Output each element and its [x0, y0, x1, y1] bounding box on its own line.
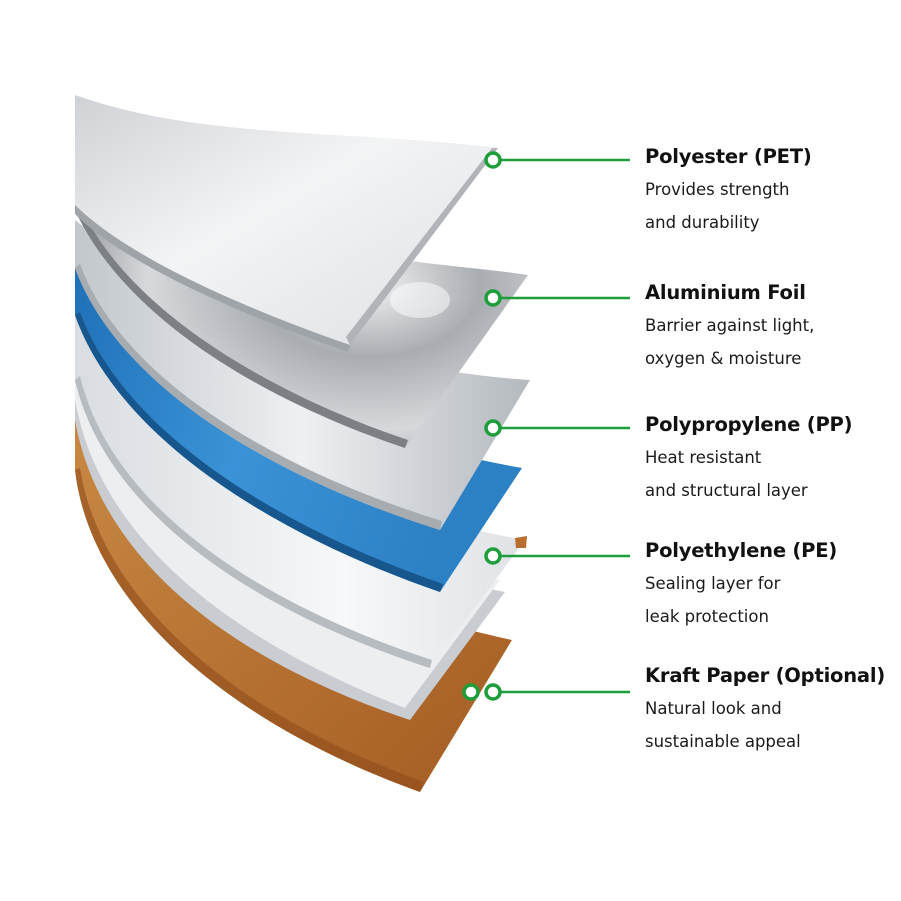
- label-polyethylene: Polyethylene (PE) Sealing layer for leak…: [645, 537, 895, 633]
- layer-title: Aluminium Foil: [645, 281, 806, 304]
- layer-description-line: and durability: [645, 213, 760, 232]
- layer-title: Kraft Paper (Optional): [645, 664, 886, 687]
- layer-title: Polyester (PET): [645, 145, 812, 168]
- callout-pet: [484, 151, 630, 169]
- label-aluminium-foil: Aluminium Foil Barrier against light, ox…: [645, 279, 895, 375]
- layer-title: Polypropylene (PP): [645, 413, 853, 436]
- callout-lines: [462, 151, 630, 701]
- layer-description-line: Barrier against light,: [645, 316, 815, 335]
- layer-description-line: oxygen & moisture: [645, 349, 802, 368]
- layer-description-line: sustainable appeal: [645, 732, 801, 751]
- layer-description-line: and structural layer: [645, 481, 808, 500]
- callout-foil: [484, 289, 630, 307]
- callout-kraft: [462, 683, 630, 701]
- layer-description-line: Sealing layer for: [645, 574, 781, 593]
- layer-description-line: Heat resistant: [645, 448, 762, 467]
- callout-pe: [484, 547, 630, 565]
- layer-description-line: Natural look and: [645, 699, 782, 718]
- polyester-pet-layer: [75, 95, 498, 352]
- layer-title: Polyethylene (PE): [645, 539, 838, 562]
- callout-pp: [484, 419, 630, 437]
- label-polyester-pet: Polyester (PET) Provides strength and du…: [645, 143, 895, 239]
- label-polypropylene: Polypropylene (PP) Heat resistant and st…: [645, 411, 895, 507]
- label-kraft-paper: Kraft Paper (Optional) Natural look and …: [645, 662, 895, 758]
- layer-description-line: Provides strength: [645, 180, 790, 199]
- layer-description-line: leak protection: [645, 607, 769, 626]
